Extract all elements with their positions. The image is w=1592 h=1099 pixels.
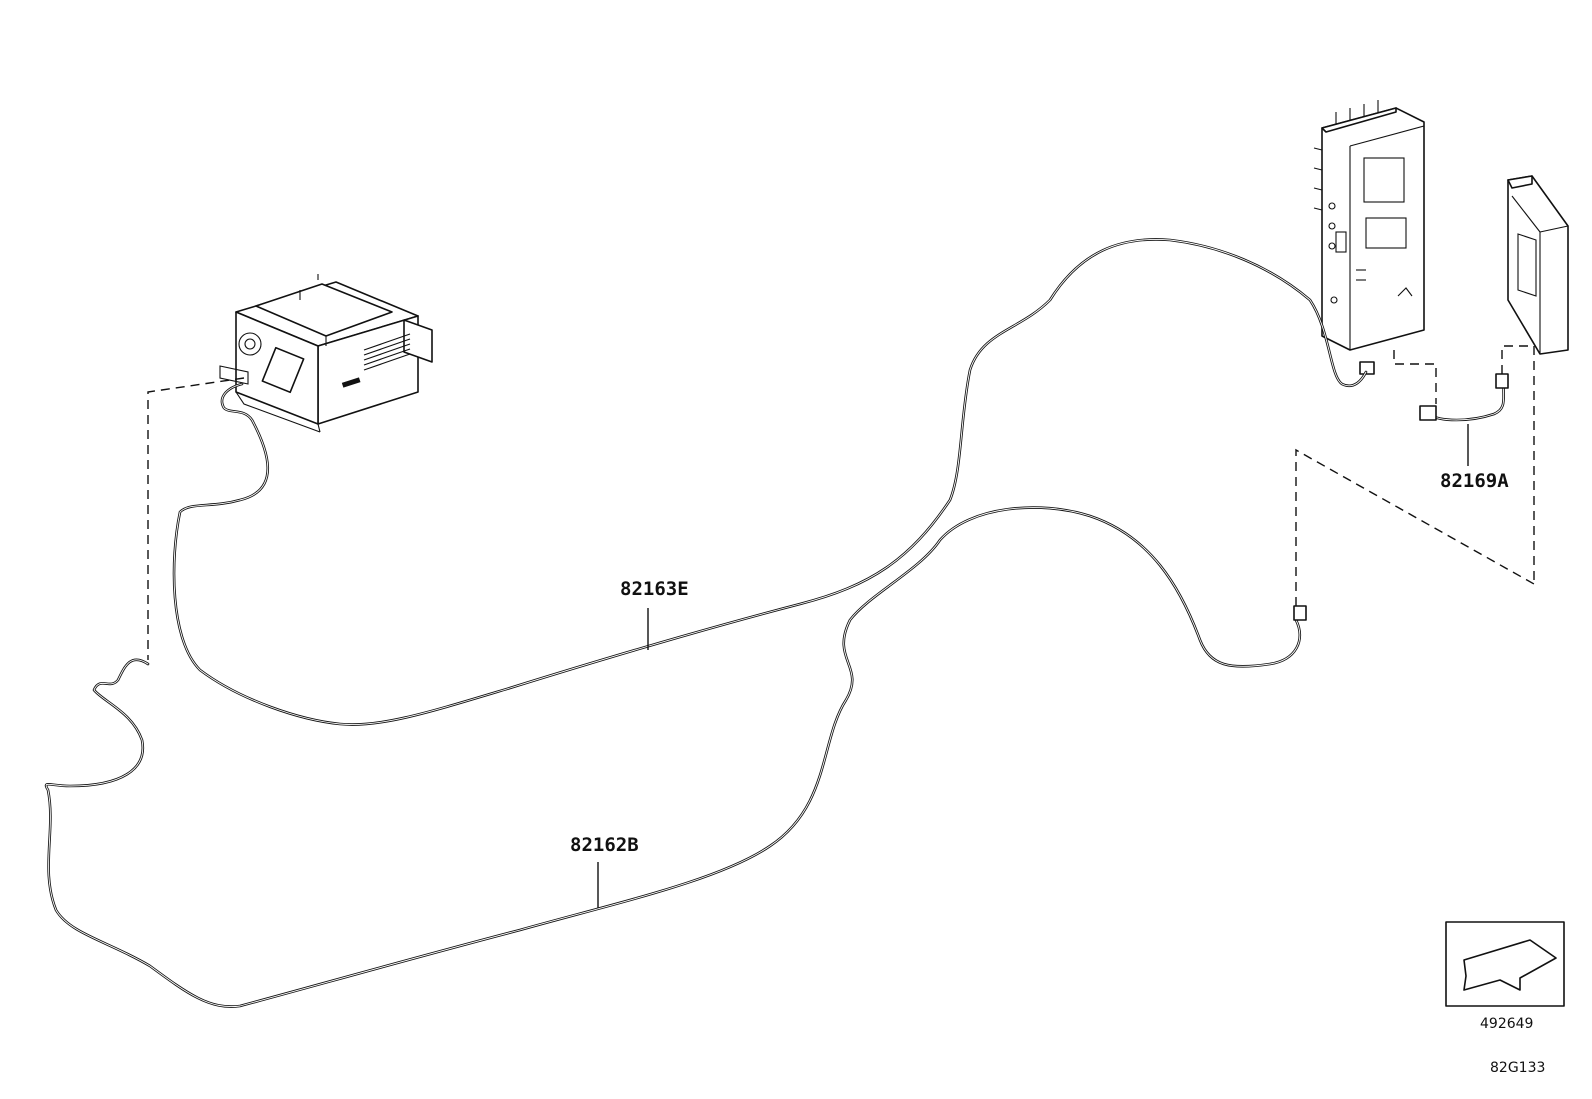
control-module[interactable] bbox=[1313, 100, 1425, 375]
figure-code: 492649 bbox=[1480, 1016, 1534, 1032]
wire-harness-82169a[interactable] bbox=[1419, 373, 1509, 422]
part-label-82162b[interactable]: 82162B bbox=[570, 834, 639, 856]
assembly-dashed-lines bbox=[147, 345, 1535, 660]
wire-harness-82162b[interactable] bbox=[44, 506, 1307, 1008]
heat-fins bbox=[1313, 100, 1379, 211]
callout-leaders bbox=[597, 424, 1469, 908]
orientation-indicator bbox=[1445, 921, 1565, 1007]
illustration-id: 82G133 bbox=[1490, 1060, 1546, 1076]
head-unit[interactable] bbox=[219, 274, 433, 433]
front-direction-arrow-icon bbox=[1463, 939, 1557, 991]
wire-harness-82163e[interactable] bbox=[172, 238, 1368, 726]
receiver-box[interactable] bbox=[1507, 175, 1569, 355]
part-label-82169a[interactable]: 82169A bbox=[1440, 470, 1509, 492]
part-label-82163e[interactable]: 82163E bbox=[620, 578, 689, 600]
vent-grille bbox=[363, 333, 411, 371]
